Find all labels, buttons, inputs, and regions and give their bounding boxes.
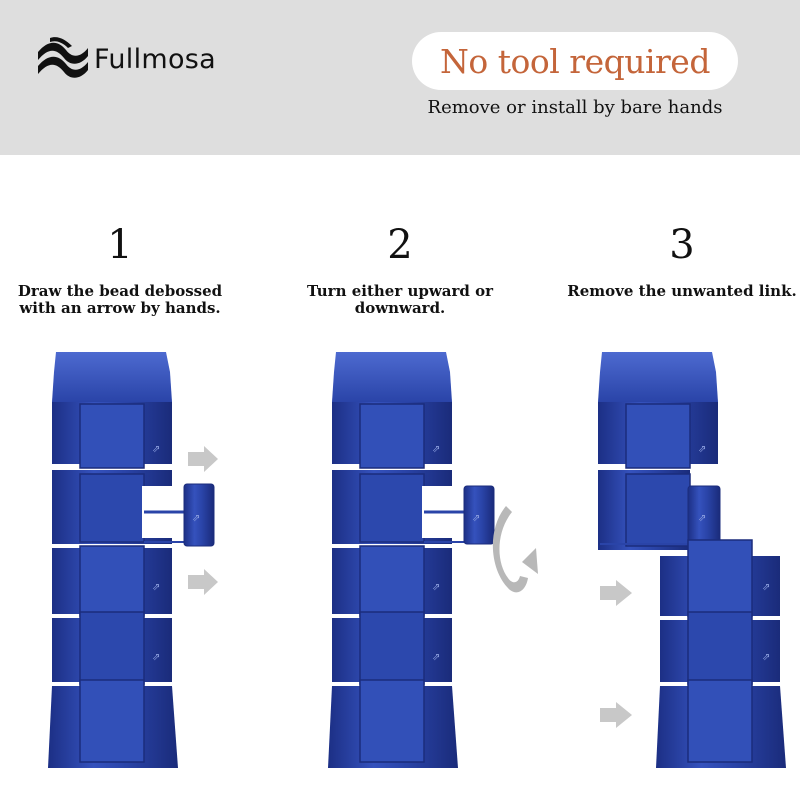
headline-pill: No tool required bbox=[412, 32, 738, 90]
svg-text:⇗: ⇗ bbox=[432, 582, 440, 593]
right-arrow-icon bbox=[188, 569, 218, 595]
svg-text:⇗: ⇗ bbox=[472, 513, 480, 524]
svg-text:⇗: ⇗ bbox=[762, 652, 770, 663]
svg-text:⇗: ⇗ bbox=[698, 444, 706, 455]
watch-band-1: ⇗ ⇗ ⇗ ⇗ bbox=[48, 352, 218, 768]
svg-text:⇗: ⇗ bbox=[152, 444, 160, 455]
step-number: 1 bbox=[107, 222, 133, 268]
svg-text:⇗: ⇗ bbox=[762, 582, 770, 593]
step-description: Turn either upward or downward. bbox=[306, 282, 493, 317]
brand-logo: Fullmosa bbox=[36, 36, 256, 86]
svg-text:⇗: ⇗ bbox=[432, 652, 440, 663]
svg-text:⇗: ⇗ bbox=[432, 444, 440, 455]
step-description: Draw the bead debossed with an arrow by … bbox=[17, 282, 223, 317]
svg-text:⇗: ⇗ bbox=[152, 582, 160, 593]
header-banner: Fullmosa No tool required Remove or inst… bbox=[0, 0, 800, 155]
step-description: Remove the unwanted link. bbox=[567, 282, 797, 300]
brand-name: Fullmosa bbox=[94, 44, 217, 75]
subtitle: Remove or install by bare hands bbox=[427, 97, 723, 118]
step-number: 3 bbox=[669, 222, 695, 268]
watch-band-2: ⇗ ⇗ ⇗ ⇗ bbox=[328, 352, 538, 768]
step-number: 2 bbox=[387, 222, 413, 268]
svg-text:⇗: ⇗ bbox=[152, 652, 160, 663]
svg-text:⇗: ⇗ bbox=[698, 513, 706, 524]
fullmosa-wave-logo-icon bbox=[38, 37, 88, 78]
right-arrow-icon bbox=[600, 580, 632, 606]
curved-turn-arrow-icon bbox=[492, 506, 538, 593]
watch-band-3: ⇗ ⇗ ⇗ ⇗ bbox=[598, 352, 786, 768]
right-arrow-icon bbox=[600, 702, 632, 728]
right-arrow-icon bbox=[188, 446, 218, 472]
headline: No tool required bbox=[440, 41, 710, 81]
debossed-arrow-icon: ⇗ bbox=[192, 513, 200, 524]
